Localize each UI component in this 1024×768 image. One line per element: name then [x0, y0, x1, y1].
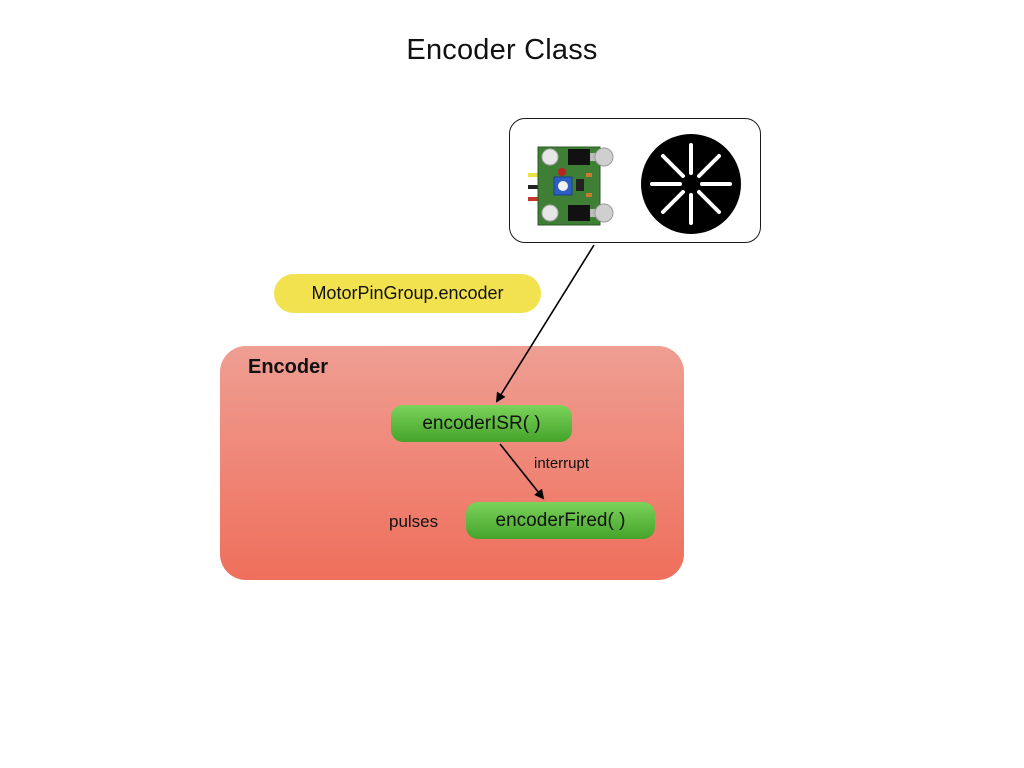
hardware-to-isr-arrow	[495, 244, 595, 403]
encoder-disc-icon	[641, 134, 741, 234]
pin-group-pill: MotorPinGroup.encoder	[274, 274, 541, 313]
encoder-isr-method: encoderISR( )	[391, 405, 572, 442]
diagram-title: Encoder Class	[406, 34, 598, 66]
encoder-fired-method: encoderFired( )	[466, 502, 655, 539]
interrupt-label: interrupt	[534, 455, 590, 472]
isr-to-fired-arrow	[499, 443, 545, 500]
encoder-hardware-box	[509, 118, 761, 243]
pulses-label: pulses	[389, 512, 439, 531]
encoder-class-label: Encoder	[248, 356, 329, 378]
ir-sensor-module-icon	[528, 146, 614, 226]
encoder-class-box	[220, 346, 684, 580]
